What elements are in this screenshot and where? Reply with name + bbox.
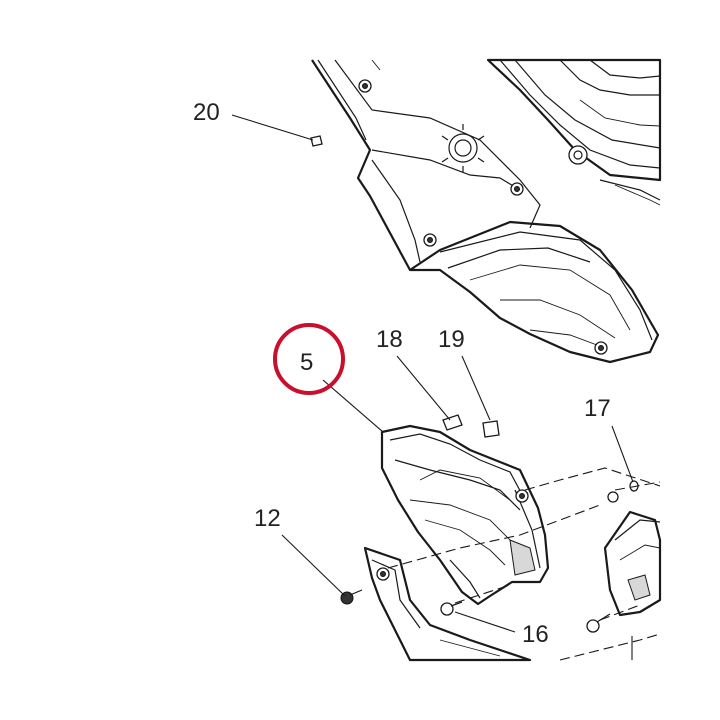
frame-bracket-assembly <box>486 58 662 206</box>
upper-fairing-panel <box>311 59 660 364</box>
bolt-lower-right-icon <box>586 613 611 633</box>
highlight-circle <box>273 323 345 395</box>
assembly-centerlines <box>387 467 661 661</box>
callout-20: 20 <box>193 99 220 126</box>
lower-bracket <box>363 546 532 662</box>
screw-20-icon <box>310 135 323 147</box>
screw-12-icon <box>340 589 363 605</box>
clip-18-icon <box>442 414 463 431</box>
clip-19-icon <box>482 420 500 438</box>
hardware-items <box>310 135 639 633</box>
right-side-bracket <box>603 491 662 617</box>
callout-17: 17 <box>584 395 611 422</box>
side-cover-part-5[interactable] <box>380 424 550 606</box>
callout-12: 12 <box>254 505 281 532</box>
callout-19: 19 <box>438 326 465 353</box>
callout-5[interactable]: 5 <box>300 349 313 376</box>
callout-labels: 20 18 19 5 17 12 16 <box>193 99 611 648</box>
leader-lines <box>231 114 634 633</box>
callout-16: 16 <box>522 621 549 648</box>
callout-18: 18 <box>376 326 403 353</box>
bolt-16-icon <box>440 601 463 616</box>
